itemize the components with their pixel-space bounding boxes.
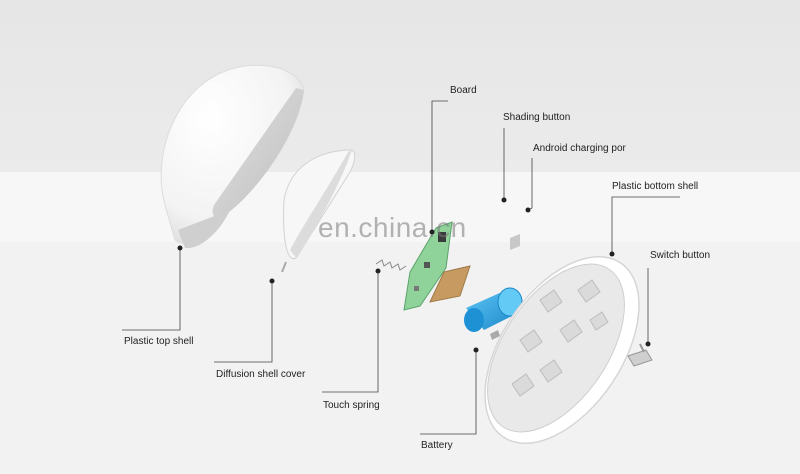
touch-pad-part [429, 265, 471, 303]
leader-bottom-shell [611, 196, 680, 252]
leader-lines [122, 100, 680, 435]
label-shading-button: Shading button [503, 112, 571, 123]
battery-part [464, 287, 523, 340]
leader-dots [177, 197, 651, 353]
label-battery: Battery [421, 440, 453, 451]
board-part [403, 221, 453, 311]
background-band [0, 172, 800, 242]
background-bottom [0, 242, 800, 474]
label-plastic-top-shell: Plastic top shell [124, 336, 194, 347]
plastic-bottom-shell-part [484, 255, 640, 445]
diffusion-shell-cover-part [281, 149, 356, 273]
leader-top-shell [122, 250, 181, 331]
label-touch-spring: Touch spring [323, 400, 380, 411]
label-diffusion-shell-cover: Diffusion shell cover [216, 369, 306, 380]
label-switch-button: Switch button [650, 250, 711, 261]
leader-charging-port [527, 158, 533, 211]
leader-battery [420, 350, 477, 435]
label-android-charging-port: Android charging por [533, 143, 626, 154]
plastic-top-shell-part [160, 64, 305, 249]
label-board: Board [450, 85, 477, 96]
touch-spring-part [375, 259, 407, 271]
watermark: en.china.cn [318, 212, 467, 243]
leader-diffusion-cover [214, 282, 273, 363]
label-plastic-bottom-shell: Plastic bottom shell [612, 181, 699, 192]
leader-board [431, 100, 448, 230]
background-top [0, 0, 800, 172]
switch-button-part [627, 343, 653, 367]
charging-port-part [510, 234, 520, 250]
leader-touch-spring [322, 272, 379, 393]
